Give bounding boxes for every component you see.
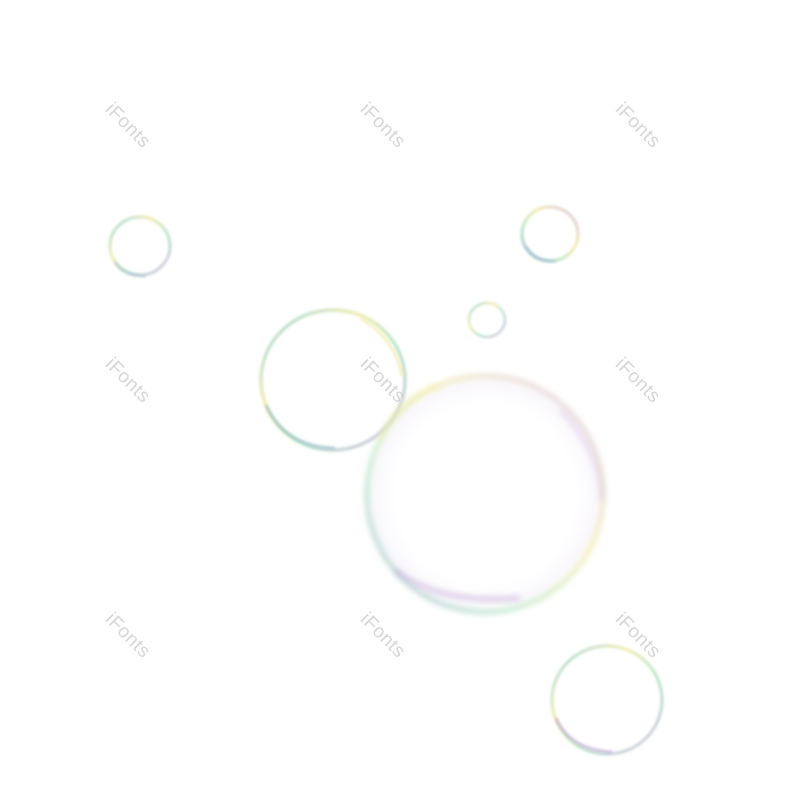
bubble-small-top-right (520, 205, 580, 263)
bubble-small-left (108, 215, 172, 277)
bubble-tiny (467, 301, 507, 339)
bubble-bottom-right (550, 644, 664, 756)
bubble-medium (259, 308, 407, 452)
bubble-large (364, 373, 606, 615)
